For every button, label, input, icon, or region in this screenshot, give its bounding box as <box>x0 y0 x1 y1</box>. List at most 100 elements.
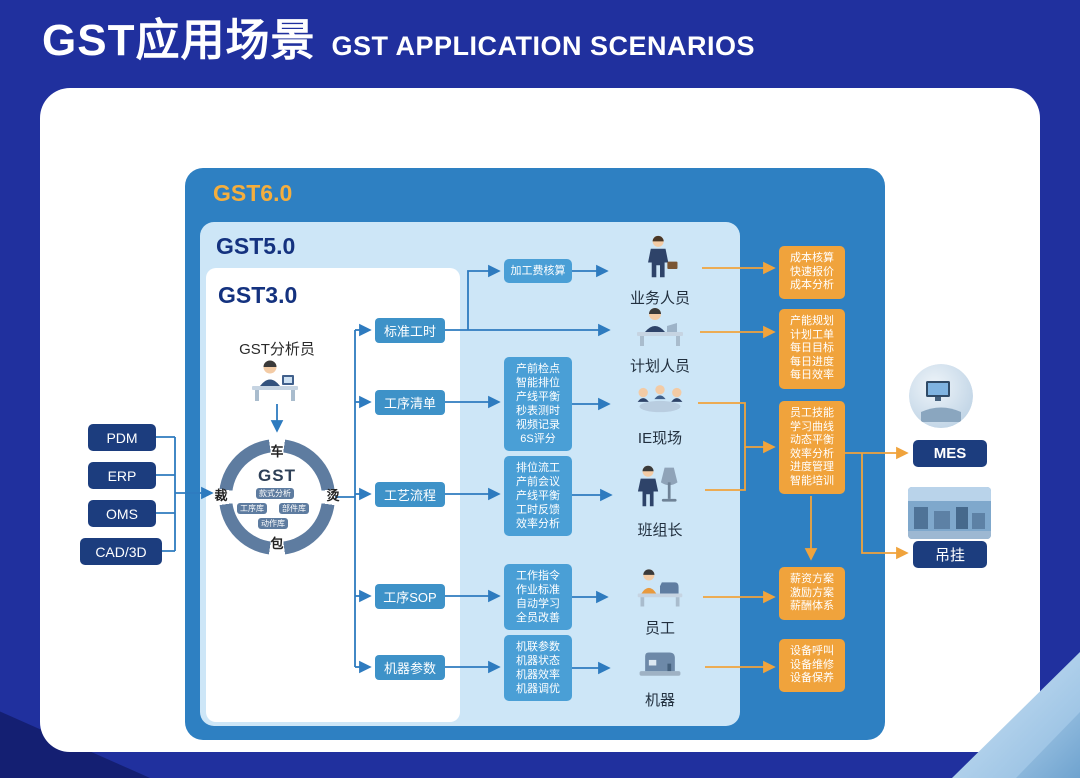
box-line: 设备保养 <box>790 672 834 684</box>
box-line: 智能培训 <box>790 474 834 487</box>
detail-box-line-management: 排位流工产前会议产线平衡工时反馈效率分析 <box>504 456 572 536</box>
outcome-box-skills: 员工技能学习曲线动态平衡效率分析进度管理智能培训 <box>779 401 845 494</box>
process-char-sew: 车 <box>270 444 284 459</box>
library-pill-style: 款式分析 <box>256 488 294 499</box>
box-line: 工时反馈 <box>516 504 560 516</box>
library-pill-component: 部件库 <box>279 503 309 514</box>
factory-photo <box>908 487 991 539</box>
box-line: 排位流工 <box>516 462 560 474</box>
mes-node: MES <box>913 440 987 467</box>
box-line: 视频记录 <box>516 419 560 431</box>
box-line: 激励方案 <box>790 586 834 599</box>
box-line: 秒表测时 <box>516 405 560 417</box>
box-line: 进度管理 <box>790 461 834 473</box>
box-line: 产能规划 <box>790 315 834 327</box>
source-system-cad3d: CAD/3D <box>80 538 162 565</box>
sewing-worker-icon <box>634 564 686 615</box>
gst-wheel-center: GST 款式分析 工序库 部件库 动作库 <box>232 452 322 542</box>
box-line: 薪资方案 <box>790 573 834 585</box>
role-label: 机器 <box>644 692 675 709</box>
box-line: 每日进度 <box>790 355 834 368</box>
role-worker: 员工 <box>615 564 705 638</box>
hanger-label: 吊挂 <box>934 547 965 564</box>
box-line: 机器状态 <box>516 655 560 667</box>
analyst-at-desk-icon <box>246 356 304 407</box>
analyst-label: GST分析员 <box>239 341 315 358</box>
source-system-label: CAD/3D <box>95 543 147 560</box>
outcome-box-equipment: 设备呼叫设备维修设备保养 <box>779 639 845 692</box>
tailor-dressform-icon <box>637 460 683 517</box>
source-system-label: PDM <box>106 429 138 446</box>
function-node-process-sop: 工序SOP <box>375 584 445 609</box>
outcome-box-cost: 成本核算快速报价成本分析 <box>779 246 845 299</box>
meeting-table-icon <box>632 380 688 425</box>
outcome-box-capacity: 产能规划计划工单每日目标每日进度每日效率 <box>779 309 845 389</box>
function-node-process-list: 工序清单 <box>375 390 445 415</box>
gst-wheel-center-label: GST <box>258 466 296 485</box>
monitor-photo <box>909 364 973 428</box>
role-label: 员工 <box>644 620 675 637</box>
box-line: 薪酬体系 <box>790 600 834 612</box>
process-char-iron: 烫 <box>326 488 340 503</box>
role-ie-floor: IE现场 <box>615 380 705 448</box>
box-line: 机联参数 <box>516 641 560 653</box>
box-line: 6S评分 <box>520 433 556 445</box>
role-planner: 计划人员 <box>615 304 705 376</box>
role-label: 计划人员 <box>629 358 690 375</box>
box-line: 设备维修 <box>790 658 834 671</box>
hanger-system-node: 吊挂 <box>913 541 987 568</box>
detail-box-preproduction: 产前检点智能排位产线平衡秒表测时视频记录 6S评分 <box>504 357 572 451</box>
page-title-en: GST APPLICATION SCENARIOS <box>331 31 755 61</box>
box-line: 自动学习 <box>516 598 560 610</box>
detail-box-machine-iot: 机联参数机器状态机器效率机器调优 <box>504 635 572 701</box>
gst3-label: GST3.0 <box>218 282 298 308</box>
page-title-zh: GST应用场景 <box>42 16 316 65</box>
function-node-process-flow: 工艺流程 <box>375 482 445 507</box>
box-line: 学习曲线 <box>790 420 834 433</box>
box-line: 每日目标 <box>790 342 834 354</box>
detail-box-processing-cost: 加工费核算 <box>504 259 572 283</box>
box-line: 全员改善 <box>516 612 560 624</box>
mes-label: MES <box>933 445 967 462</box>
library-pill-motion: 动作库 <box>258 518 288 529</box>
gst5-label: GST5.0 <box>216 233 296 259</box>
detail-box-work-instruction: 工作指令作业标准自动学习全员改善 <box>504 564 572 630</box>
box-line: 计划工单 <box>790 328 834 341</box>
source-system-oms: OMS <box>88 500 156 527</box>
role-label: IE现场 <box>637 430 683 447</box>
box-line: 产前会议 <box>516 476 560 488</box>
library-pill-process: 工序库 <box>237 503 267 514</box>
role-team-leader: 班组长 <box>615 460 705 540</box>
box-line: 效率分析 <box>516 518 560 530</box>
box-line: 产前检点 <box>516 363 560 375</box>
business-person-icon <box>638 234 682 285</box>
box-line: 快速报价 <box>790 265 834 278</box>
box-line: 作业标准 <box>516 584 560 596</box>
box-line: 加工费核算 <box>510 265 566 277</box>
outcome-box-salary: 薪资方案激励方案薪酬体系 <box>779 567 845 620</box>
role-machine: 机器 <box>615 636 705 710</box>
role-label: 班组长 <box>637 522 683 539</box>
function-node-machine-params: 机器参数 <box>375 655 445 680</box>
sewing-machine-icon <box>634 636 686 687</box>
source-system-erp: ERP <box>88 462 156 489</box>
source-system-pdm: PDM <box>88 424 156 451</box>
box-line: 产线平衡 <box>516 391 560 403</box>
gst-wheel: GST 款式分析 工序库 部件库 动作库 <box>219 439 335 555</box>
role-label: 业务人员 <box>629 290 690 307</box>
box-line: 成本分析 <box>790 279 834 291</box>
box-line: 成本核算 <box>790 252 834 264</box>
process-char-pack: 包 <box>270 536 284 551</box>
function-node-standard-time: 标准工时 <box>375 318 445 343</box>
box-line: 机器效率 <box>516 669 560 681</box>
process-char-cut: 裁 <box>214 488 228 503</box>
box-line: 智能排位 <box>516 377 560 389</box>
role-business-staff: 业务人员 <box>615 234 705 308</box>
box-line: 效率分析 <box>790 447 834 460</box>
planner-at-desk-icon <box>633 304 687 353</box>
box-line: 动态平衡 <box>790 434 834 446</box>
source-system-label: ERP <box>107 467 137 484</box>
box-line: 产线平衡 <box>516 490 560 502</box>
box-line: 每日效率 <box>790 369 834 381</box>
